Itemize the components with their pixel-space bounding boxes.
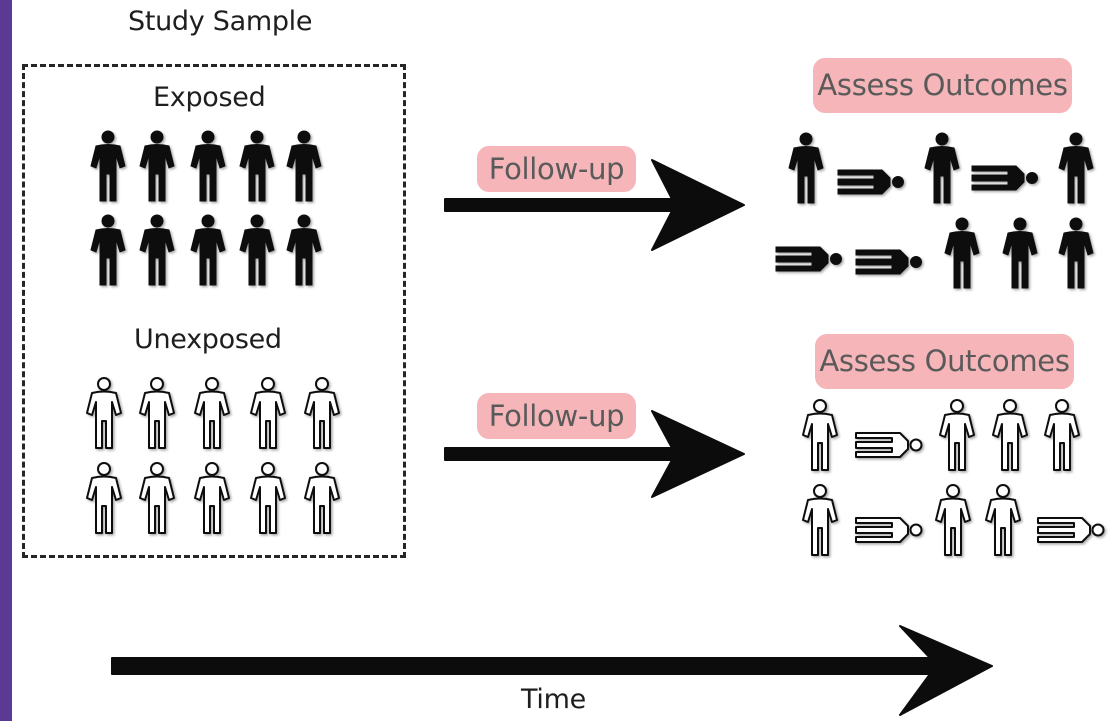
unexposed-label: Unexposed [134,324,282,355]
person-standing-icon [194,462,230,534]
exposed-group [90,130,322,286]
assess-outcomes-label-unexposed: Assess Outcomes [815,334,1074,389]
person-standing-icon [924,132,960,204]
person-standing-icon [1058,217,1094,289]
follow-up-label-unexposed: Follow-up [477,393,636,439]
arrow-right-icon [444,410,745,498]
person-standing-icon [1044,399,1080,471]
exposed-label: Exposed [153,82,266,113]
arrow-right-icon [444,159,745,251]
person-standing-icon [139,377,175,449]
person-standing-icon [86,377,122,449]
unexposed-outcomes [802,399,1105,556]
person-fallen-icon [855,517,923,543]
person-standing-icon [90,214,126,286]
person-standing-icon [992,399,1028,471]
person-standing-icon [944,217,980,289]
person-fallen-icon [971,165,1038,191]
person-standing-icon [139,214,175,286]
person-fallen-icon [855,432,923,458]
person-standing-icon [1002,217,1038,289]
person-standing-icon [90,130,126,202]
time-arrow-icon [111,625,993,716]
person-standing-icon [802,399,838,471]
person-standing-icon [985,484,1021,556]
person-standing-icon [86,462,122,534]
time-label: Time [521,684,586,715]
person-standing-icon [1058,132,1094,204]
person-standing-icon [194,377,230,449]
person-standing-icon [788,132,824,204]
person-standing-icon [250,377,286,449]
person-fallen-icon [775,246,842,272]
person-fallen-icon [1037,517,1105,543]
person-standing-icon [286,214,322,286]
exposed-outcomes [775,132,1094,289]
person-fallen-icon [855,249,922,275]
person-standing-icon [304,377,340,449]
person-standing-icon [939,399,975,471]
person-fallen-icon [837,169,904,195]
person-standing-icon [250,462,286,534]
person-standing-icon [304,462,340,534]
accent-bar [0,0,12,721]
person-standing-icon [139,462,175,534]
person-standing-icon [139,130,175,202]
person-standing-icon [239,130,275,202]
person-standing-icon [190,214,226,286]
unexposed-group [86,377,340,534]
follow-up-label-exposed: Follow-up [477,146,636,192]
person-standing-icon [935,484,971,556]
person-standing-icon [802,484,838,556]
study-sample-box [22,64,406,558]
assess-outcomes-label-exposed: Assess Outcomes [813,58,1072,113]
person-standing-icon [190,130,226,202]
person-standing-icon [239,214,275,286]
person-standing-icon [286,130,322,202]
study-sample-title: Study Sample [128,6,313,37]
